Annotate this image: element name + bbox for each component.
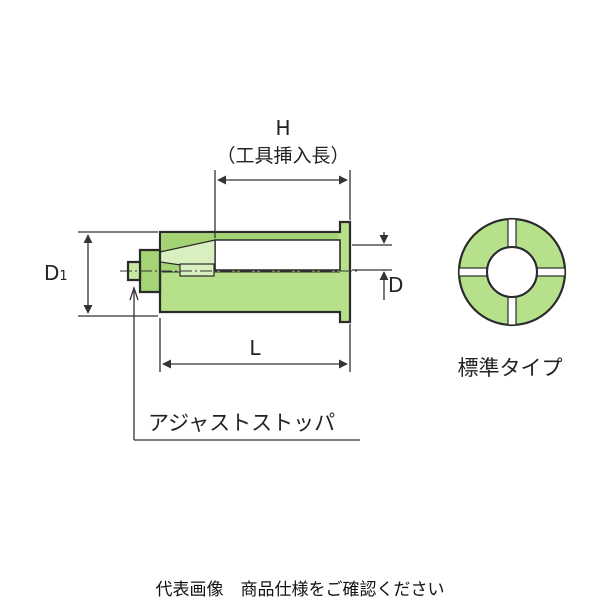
dimension-l: L — [159, 318, 351, 372]
label-standard-type: 標準タイプ — [458, 356, 563, 380]
front-slit-bottom — [507, 296, 517, 326]
label-adjust-stopper: アジャストストッパ — [148, 411, 335, 435]
front-slit-left — [458, 267, 488, 277]
collet-side-view — [120, 220, 360, 324]
label-d: D — [388, 273, 403, 297]
adjust-stopper-leader: アジャストストッパ — [129, 285, 360, 441]
front-slit-top — [507, 218, 517, 248]
adjust-stopper-nut — [179, 263, 215, 277]
collet-front-view: 標準タイプ — [458, 217, 567, 380]
front-slit-right — [536, 267, 566, 277]
dimension-h: H （工具挿入長） — [214, 116, 351, 238]
label-l: L — [249, 336, 261, 360]
dimension-d1: D1 — [44, 231, 158, 317]
adjust-stopper-tip — [126, 260, 142, 282]
label-d1: D1 — [44, 261, 68, 285]
front-bore-inner — [486, 246, 538, 298]
caption: 代表画像 商品仕様をご確認ください — [155, 580, 445, 600]
dimension-d: D — [352, 232, 403, 300]
label-h: H — [275, 116, 290, 140]
label-tool-insert-length: （工具挿入長） — [216, 145, 349, 167]
collet-bore — [214, 239, 341, 271]
